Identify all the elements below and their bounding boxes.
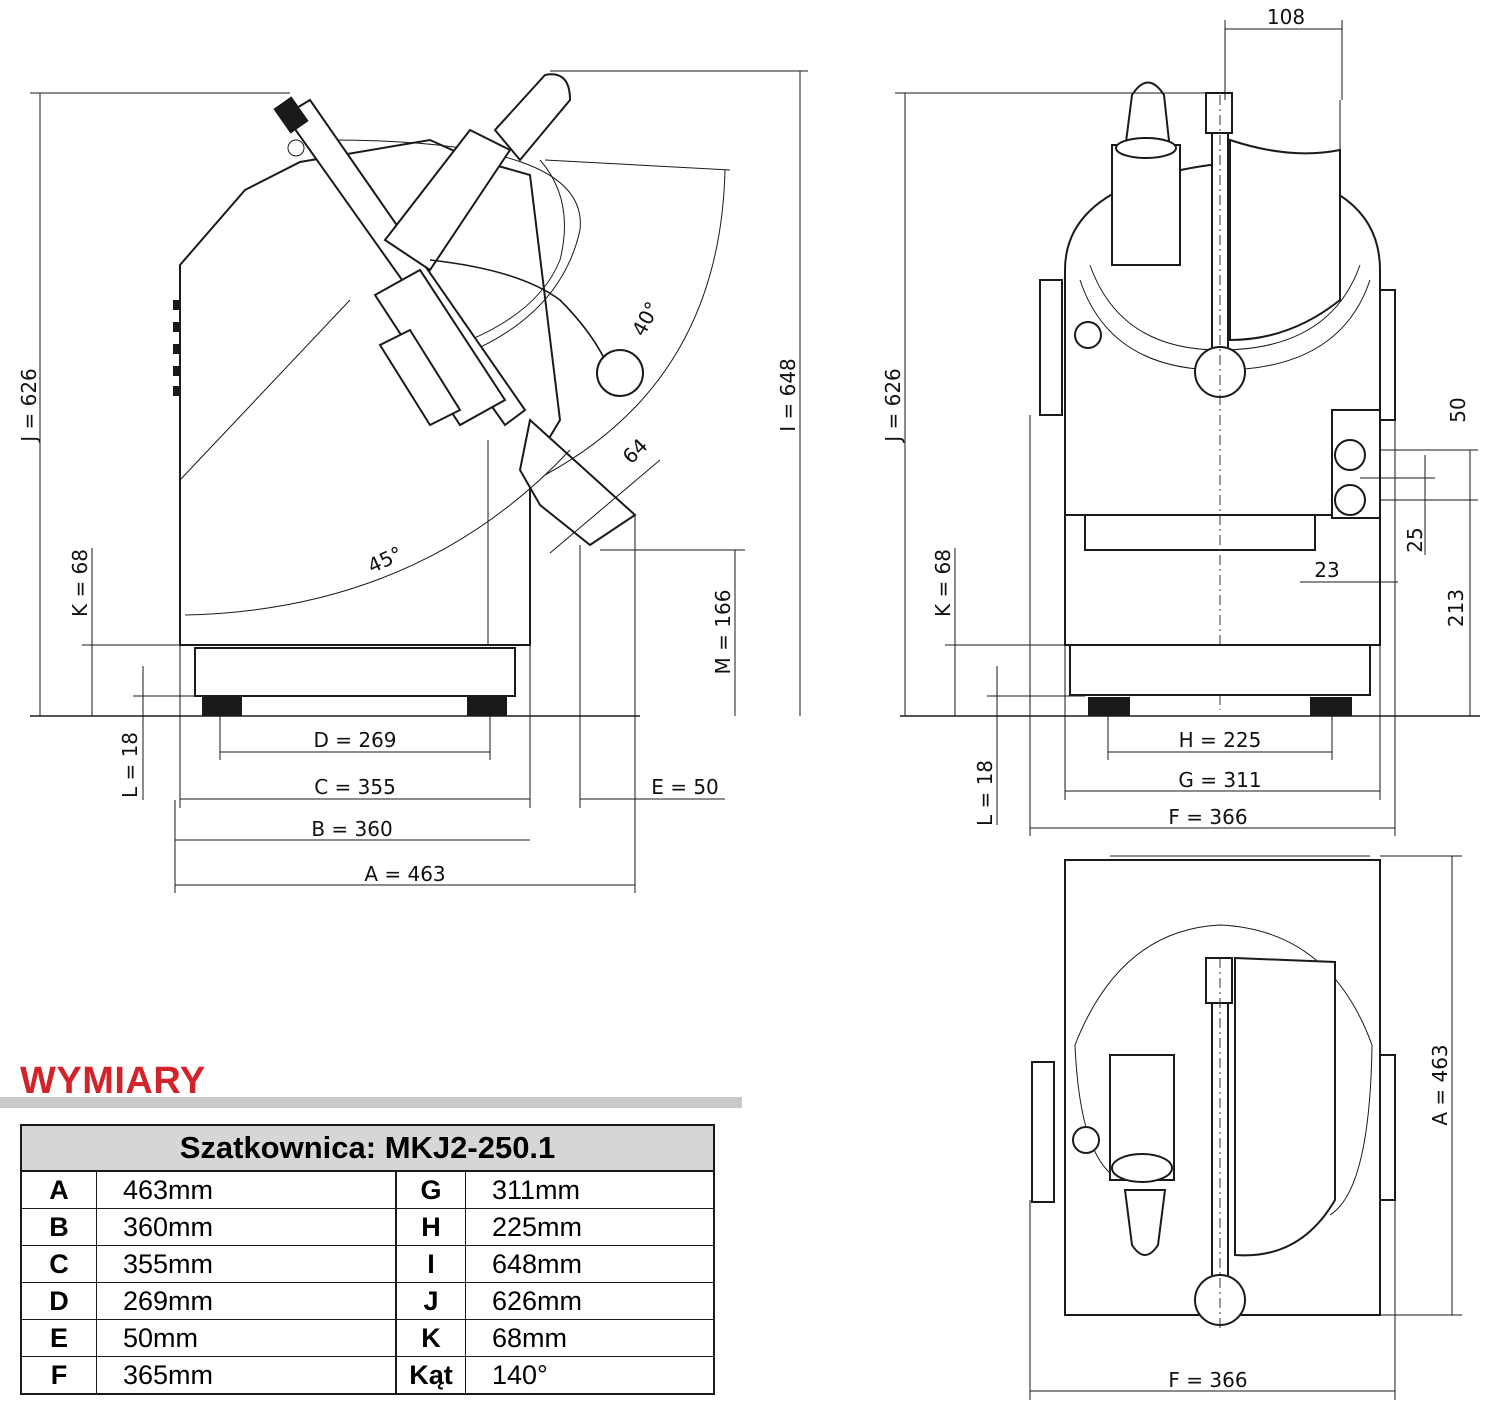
param-key: K [396, 1319, 466, 1357]
dim-j-side: J = 626 [17, 368, 41, 444]
table-row: E 50mm K 68mm [21, 1319, 714, 1357]
dim-a-side: A = 463 [364, 862, 445, 886]
param-key: E [21, 1319, 97, 1357]
dim-b: B = 360 [311, 817, 392, 841]
param-key: B [21, 1208, 97, 1246]
param-value: 68mm [465, 1319, 714, 1357]
param-key: Kąt [396, 1356, 466, 1394]
dim-c: C = 355 [314, 775, 396, 799]
dim-50: 50 [1446, 397, 1470, 422]
dim-25: 25 [1403, 527, 1427, 552]
dim-k-side: K = 68 [68, 549, 92, 617]
param-value: 311mm [465, 1171, 714, 1209]
table-row: F 365mm Kąt 140° [21, 1356, 714, 1394]
dim-213: 213 [1444, 589, 1468, 627]
table-row: A 463mm G 311mm [21, 1171, 714, 1209]
spec-table: Szatkownica: MKJ2-250.1 A 463mm G 311mm … [20, 1124, 715, 1395]
dim-f-front: F = 366 [1168, 805, 1247, 829]
dim-m: M = 166 [711, 590, 735, 675]
dim-h: H = 225 [1179, 728, 1262, 752]
param-key: G [396, 1171, 466, 1209]
dim-l-side: L = 18 [118, 732, 142, 798]
param-key: I [396, 1245, 466, 1283]
dim-e: E = 50 [651, 775, 719, 799]
param-value: 140° [492, 1359, 548, 1390]
param-value: 269mm [96, 1282, 397, 1320]
param-key: J [396, 1282, 466, 1320]
param-value: 626mm [465, 1282, 714, 1320]
param-value: 50mm [96, 1319, 397, 1357]
dim-g: G = 311 [1178, 768, 1261, 792]
dim-i: I = 648 [776, 358, 800, 432]
param-value: 463mm [96, 1171, 397, 1209]
param-key: F [21, 1356, 97, 1394]
spec-table-title: Szatkownica: MKJ2-250.1 [21, 1125, 714, 1172]
dim-64: 64 [618, 434, 653, 469]
param-value: 365mm [96, 1356, 397, 1394]
param-value: 355mm [96, 1245, 397, 1283]
section-header: WYMIARY [0, 1060, 745, 1110]
dim-23: 23 [1314, 558, 1339, 582]
param-key: C [21, 1245, 97, 1283]
param-value: 360mm [96, 1208, 397, 1246]
side-view: J = 626 I = 648 M = 166 K = 68 L = 18 D … [17, 70, 808, 893]
param-value: 648mm [465, 1245, 714, 1283]
dim-a-top: A = 463 [1428, 1044, 1452, 1125]
param-key: D [21, 1282, 97, 1320]
table-row: C 355mm I 648mm [21, 1245, 714, 1283]
dim-d: D = 269 [313, 728, 396, 752]
dim-j-front: J = 626 [881, 368, 905, 444]
param-key: H [396, 1208, 466, 1246]
angle-40: 40° [627, 297, 665, 340]
param-value: 225mm [465, 1208, 714, 1246]
table-row: B 360mm H 225mm [21, 1208, 714, 1246]
top-view: F = 366 A = 463 [1029, 855, 1462, 1400]
dim-f-top: F = 366 [1168, 1368, 1247, 1392]
dim-l-front: L = 18 [973, 760, 997, 826]
title-underline-bar [0, 1097, 742, 1108]
param-key: A [21, 1171, 97, 1209]
dim-k-front: K = 68 [931, 549, 955, 617]
front-view: 108 J = 626 K = 68 L = 18 50 213 25 23 H… [881, 5, 1480, 836]
section-title: WYMIARY [20, 1060, 206, 1102]
table-row: D 269mm J 626mm [21, 1282, 714, 1320]
dim-108: 108 [1267, 5, 1305, 29]
